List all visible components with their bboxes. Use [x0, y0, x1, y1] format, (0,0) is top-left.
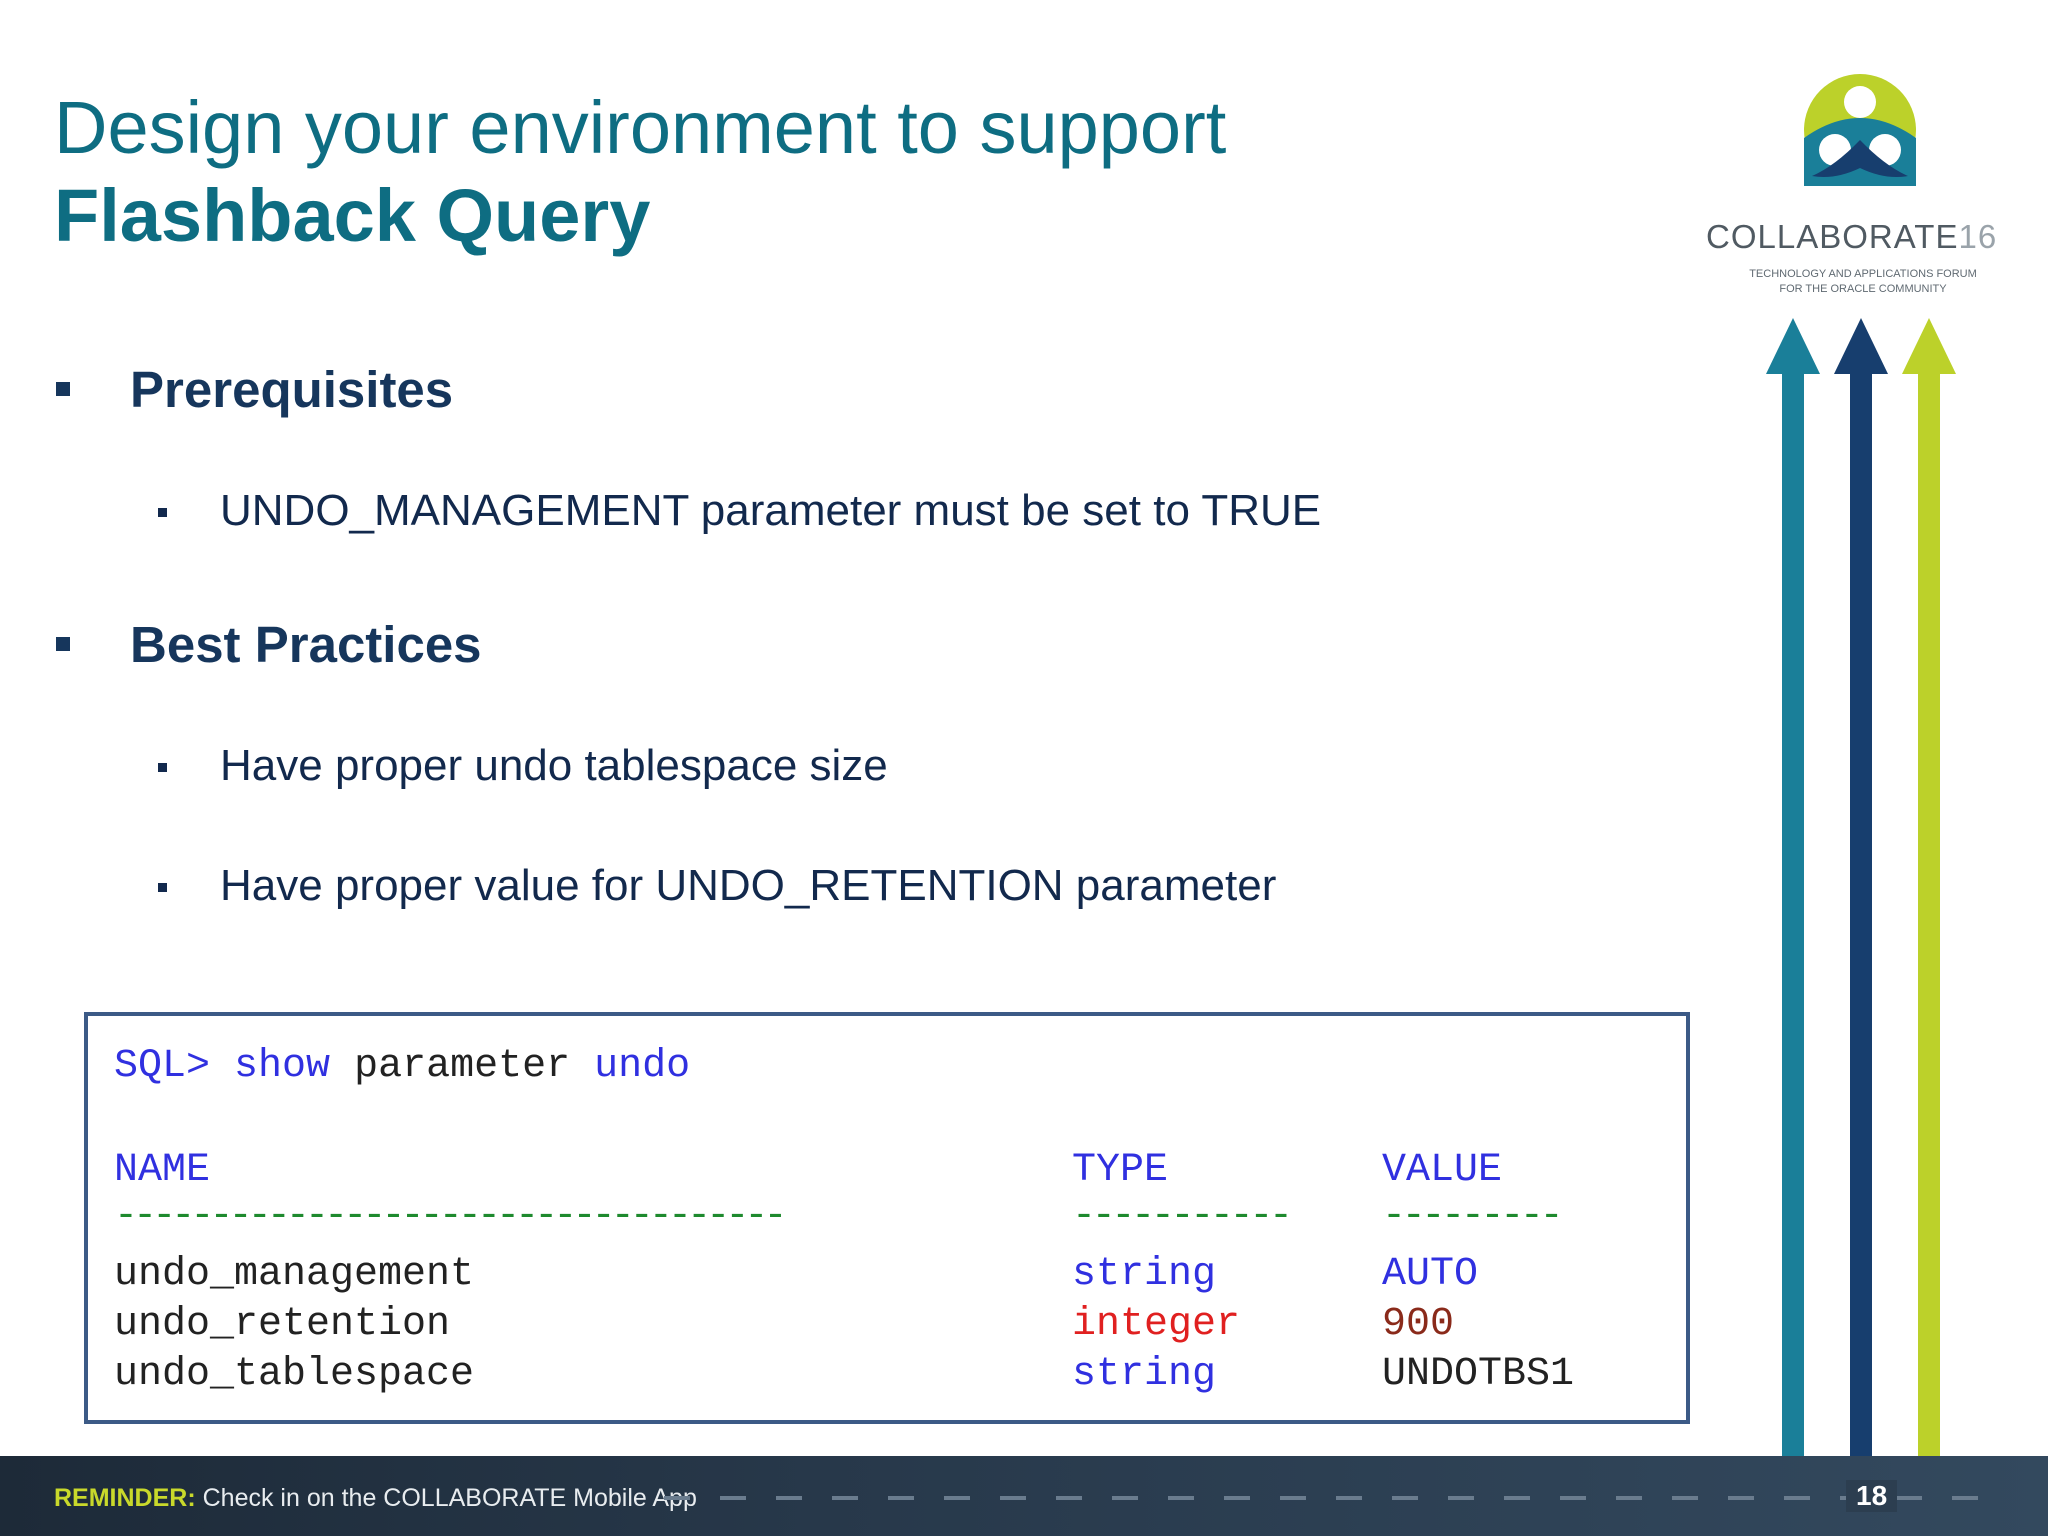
separator-type: -----------: [1072, 1194, 1293, 1239]
sub-bullet-text: Have proper value for UNDO_RETENTION par…: [220, 861, 1277, 910]
slide-title: Design your environment to support Flash…: [54, 84, 1226, 260]
row-value: 900: [1382, 1302, 1455, 1347]
arrow-navy-icon: [1834, 318, 1888, 1460]
logo-tagline: TECHNOLOGY AND APPLICATIONS FORUM FOR TH…: [1728, 267, 1998, 297]
square-bullet-icon: [56, 382, 70, 396]
logo-navy-wave: [1812, 140, 1908, 177]
footer-bar: REMINDER: Check in on the COLLABORATE Mo…: [0, 1456, 2048, 1536]
logo-tagline-line1: TECHNOLOGY AND APPLICATIONS FORUM: [1749, 268, 1977, 280]
column-header-name: NAME: [114, 1148, 211, 1193]
decorative-arrows: [1766, 318, 1956, 1460]
logo-wordmark: COLLABORATE16: [1706, 218, 1997, 256]
slide-title-line2: Flashback Query: [54, 174, 651, 257]
sql-command-show: show: [234, 1044, 331, 1089]
slide-title-line1: Design your environment to support: [54, 86, 1227, 169]
column-header-value: VALUE: [1382, 1148, 1503, 1193]
row-type: integer: [1072, 1302, 1241, 1347]
row-type: string: [1072, 1252, 1217, 1297]
separator-name: -----------------------------------: [114, 1194, 788, 1239]
square-bullet-icon: [158, 508, 167, 517]
logo-loop-top: [1844, 86, 1876, 118]
bullet-heading: Best Practices: [130, 616, 482, 673]
footer-dash-line: [664, 1496, 2004, 1500]
row-type: string: [1072, 1352, 1217, 1397]
sql-prompt: SQL>: [114, 1044, 211, 1089]
arrow-lime-icon: [1902, 318, 1956, 1460]
sql-output-box: SQL> show parameter undo NAME TYPE VALUE…: [84, 1012, 1690, 1424]
sub-bullet-text: Have proper undo tablespace size: [220, 741, 888, 790]
reminder-label: REMINDER:: [54, 1484, 196, 1512]
row-name: undo_retention: [114, 1302, 451, 1347]
sql-command-parameter: parameter: [354, 1044, 571, 1089]
sql-command-line: SQL> show parameter undo: [114, 1044, 690, 1089]
logo-tagline-line2: FOR THE ORACLE COMMUNITY: [1779, 283, 1947, 295]
square-bullet-icon: [56, 637, 70, 651]
collaborate-logo-icon: [1804, 74, 1916, 186]
square-bullet-icon: [158, 883, 167, 892]
row-value: AUTO: [1382, 1252, 1479, 1297]
sql-command-arg: undo: [594, 1044, 691, 1089]
reminder-text: Check in on the COLLABORATE Mobile App: [202, 1484, 697, 1512]
column-header-type: TYPE: [1072, 1148, 1169, 1193]
bullet-heading: Prerequisites: [130, 361, 454, 418]
logo-number: 16: [1958, 218, 1998, 255]
sub-bullet-text: UNDO_MANAGEMENT parameter must be set to…: [220, 486, 1322, 535]
square-bullet-icon: [158, 763, 167, 772]
logo-word: COLLABORATE: [1706, 218, 1959, 255]
row-value: UNDOTBS1: [1382, 1352, 1575, 1397]
row-name: undo_tablespace: [114, 1352, 475, 1397]
page-number: 18: [1846, 1480, 1898, 1512]
row-name: undo_management: [114, 1252, 475, 1297]
footer-reminder: REMINDER: Check in on the COLLABORATE Mo…: [54, 1484, 697, 1513]
separator-value: ---------: [1382, 1194, 1564, 1239]
arrow-teal-icon: [1766, 318, 1820, 1460]
